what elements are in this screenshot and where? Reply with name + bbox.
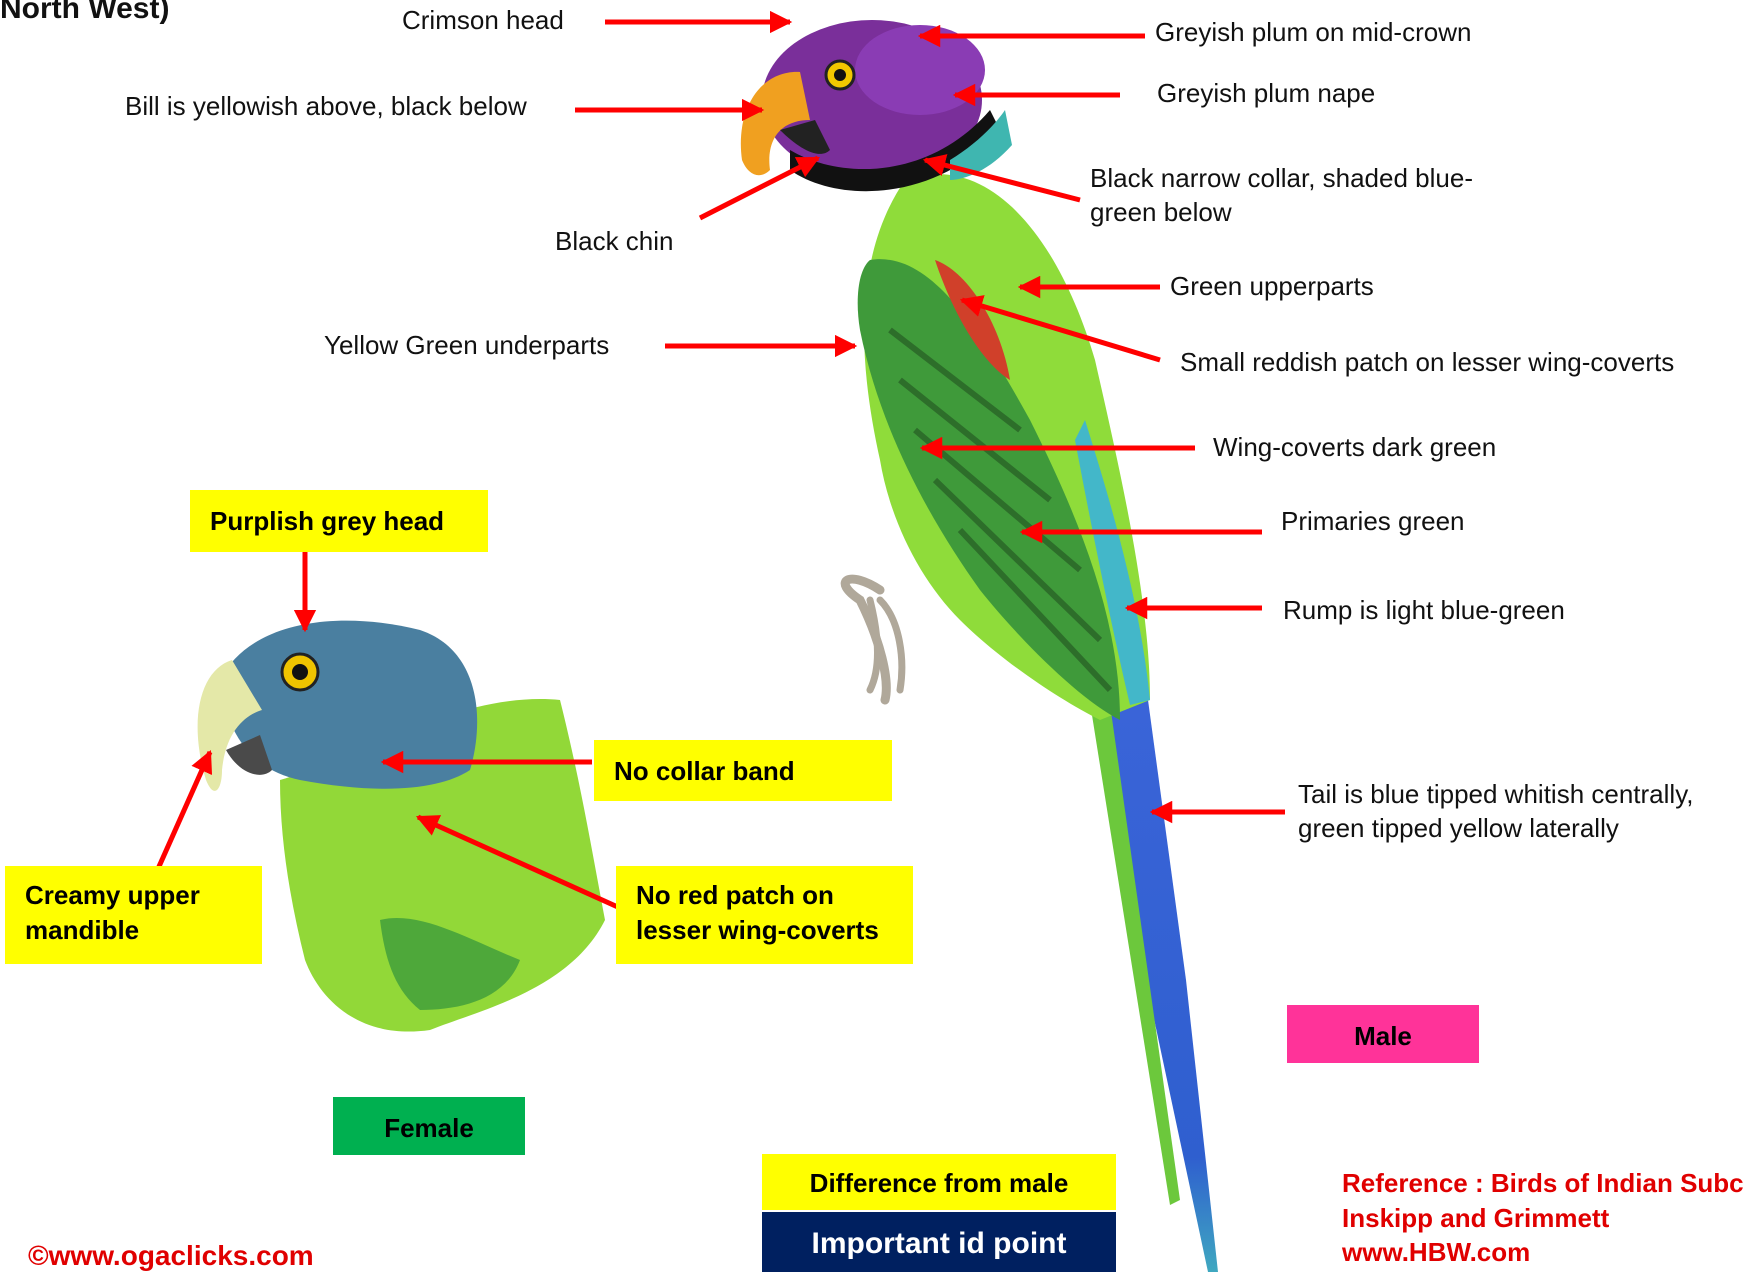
reference-line2: Inskipp and Grimmett (1342, 1201, 1744, 1236)
label-mid-crown: Greyish plum on mid-crown (1155, 16, 1471, 50)
reference-line3: www.HBW.com (1342, 1235, 1744, 1270)
female-mandible-line1: Creamy upper (25, 878, 242, 913)
label-crimson-head: Crimson head (402, 4, 564, 38)
female-patch-line1: No red patch on (636, 878, 893, 913)
legend-difference: Difference from male (762, 1154, 1116, 1210)
label-primaries: Primaries green (1281, 505, 1465, 539)
label-tail: Tail is blue tipped whitish centrally, g… (1298, 778, 1693, 846)
male-tag: Male (1287, 1005, 1479, 1063)
label-wing-coverts: Wing-coverts dark green (1213, 431, 1496, 465)
label-tail-line2: green tipped yellow laterally (1298, 812, 1693, 846)
label-collar-line2: green below (1090, 196, 1473, 230)
copyright: ©www.ogaclicks.com (28, 1240, 314, 1272)
label-wing-patch: Small reddish patch on lesser wing-cover… (1180, 346, 1674, 380)
label-upperparts: Green upperparts (1170, 270, 1374, 304)
label-nape: Greyish plum nape (1157, 77, 1375, 111)
reference: Reference : Birds of Indian Subc Inskipp… (1342, 1166, 1744, 1270)
label-underparts: Yellow Green underparts (324, 329, 609, 363)
female-mandible-box: Creamy upper mandible (5, 866, 262, 964)
label-rump: Rump is light blue-green (1283, 594, 1565, 628)
female-patch-line2: lesser wing-coverts (636, 913, 893, 948)
female-mandible-line2: mandible (25, 913, 242, 948)
legend-important: Important id point (762, 1212, 1116, 1272)
label-bill: Bill is yellowish above, black below (125, 90, 527, 124)
label-chin: Black chin (555, 225, 674, 259)
female-parakeet-illustration (198, 621, 605, 1032)
label-tail-line1: Tail is blue tipped whitish centrally, (1298, 778, 1693, 812)
female-head-box: Purplish grey head (190, 490, 488, 552)
female-tag: Female (333, 1097, 525, 1155)
label-collar: Black narrow collar, shaded blue- green … (1090, 162, 1473, 230)
page-title: North West) (0, 0, 169, 26)
label-collar-line1: Black narrow collar, shaded blue- (1090, 162, 1473, 196)
female-patch-box: No red patch on lesser wing-coverts (616, 866, 913, 964)
reference-line1: Reference : Birds of Indian Subc (1342, 1166, 1744, 1201)
female-collar-box: No collar band (594, 740, 892, 801)
